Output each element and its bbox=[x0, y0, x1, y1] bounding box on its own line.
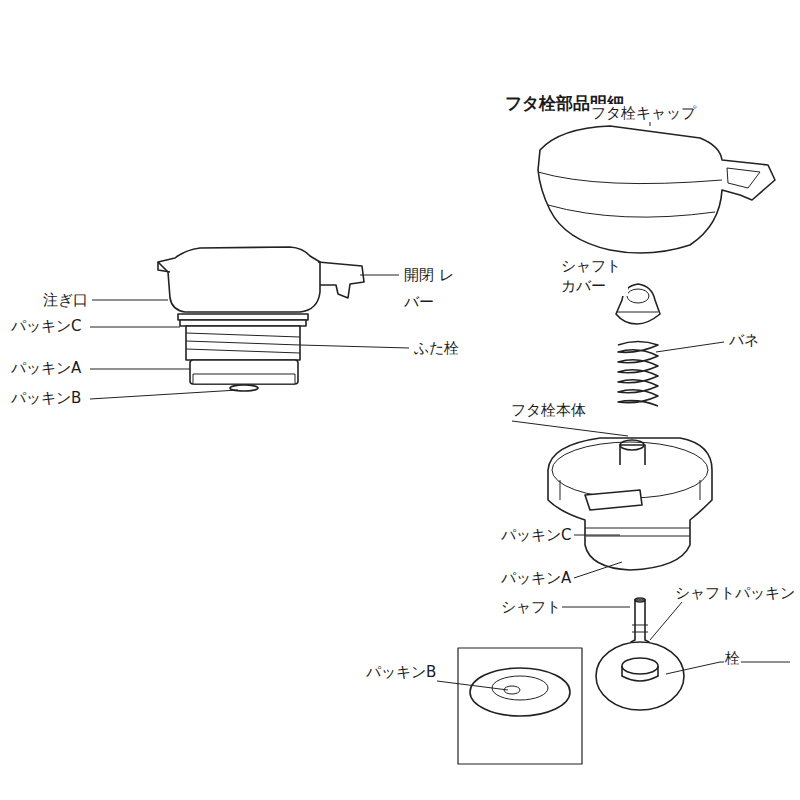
part-label: シャフトパッキン bbox=[674, 584, 796, 602]
part-label: シャフト カバー bbox=[560, 256, 628, 296]
part-label: フタ栓本体 bbox=[510, 401, 587, 419]
part-label: パッキンB bbox=[365, 663, 437, 681]
part-label: バネ bbox=[728, 331, 760, 349]
part-label: フタ栓キャップ bbox=[590, 104, 697, 122]
part-label: パッキンA bbox=[10, 359, 82, 377]
part-label: シャフト bbox=[500, 598, 562, 616]
part-label: 注ぎ口 bbox=[42, 291, 89, 309]
part-label: パッキンC bbox=[500, 526, 572, 544]
part-label: 開閉 レバー bbox=[403, 262, 457, 316]
part-label: パッキンB bbox=[10, 389, 82, 407]
part-label: パッキンC bbox=[10, 317, 82, 335]
part-label: ふた栓 bbox=[413, 339, 460, 357]
part-label: 栓 bbox=[724, 649, 741, 667]
part-label: パッキンA bbox=[500, 569, 572, 587]
